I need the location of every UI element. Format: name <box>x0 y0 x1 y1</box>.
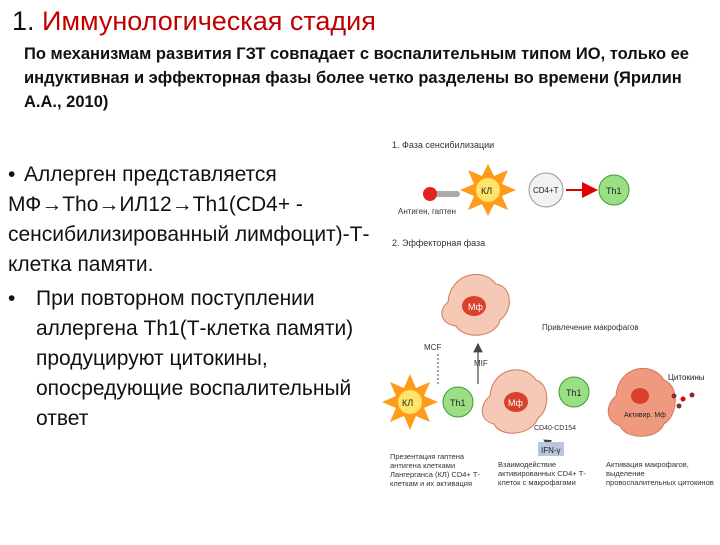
title-text: Иммунологическая стадия <box>42 6 376 36</box>
subtitle: По механизмам развития ГЗТ совпадает с в… <box>24 45 689 111</box>
cytokines-label: Цитокины <box>668 373 705 382</box>
th1-label: Th1 <box>566 388 582 398</box>
bullet-item-2: • При повторном поступлении аллергена Th… <box>8 284 378 434</box>
phase1-label: 1. Фаза сенсибилизации <box>392 140 494 150</box>
th1-cell-icon <box>598 174 630 206</box>
mcf-label: MCF <box>424 343 441 352</box>
cd4-t-cell-icon <box>528 172 564 208</box>
caption-left: Презентация гаптена антигена клетками Ла… <box>390 452 480 488</box>
th1-cell-icon <box>442 386 474 418</box>
mf-label: Мф <box>468 302 483 312</box>
bullet-2-text: При повторном поступлении аллергена Th1(… <box>36 287 354 430</box>
langerhans-cell-icon <box>460 164 516 216</box>
bullet-list: • Аллерген представляется МФ→Тho→ИЛ12→Th… <box>8 160 378 434</box>
bullet-marker: • <box>8 287 16 310</box>
cd40-label: CD40-CD154 <box>534 425 576 432</box>
phase2-label: 2. Эффекторная фаза <box>392 238 485 248</box>
bullet-1-line-1: Аллерген представляется <box>24 163 277 186</box>
th1-label: Th1 <box>606 186 622 196</box>
slide-title: 1. Иммунологическая стадия <box>12 4 376 38</box>
langerhans-cell-icon <box>382 374 438 430</box>
bullet-item-1: • Аллерген представляется МФ→Тho→ИЛ12→Th… <box>8 160 378 280</box>
ifn-label: IFN-γ <box>541 446 561 455</box>
th1-label: Th1 <box>450 398 466 408</box>
bullet-marker: • <box>8 163 16 186</box>
kl-label: КЛ <box>481 186 492 196</box>
ifn-box <box>538 442 564 456</box>
caption-middle: Взаимодействие активированных CD4+ Т-кле… <box>498 460 586 487</box>
macrophage-icon <box>441 273 510 336</box>
macrophage-icon <box>481 369 548 434</box>
mf-label: Мф <box>508 398 523 408</box>
caption-right: Активация макрофагов, выделение провоспа… <box>606 460 714 487</box>
antigen-label: Антиген, гаптен <box>398 207 456 216</box>
th1-cell-icon <box>558 376 590 408</box>
antigen-icon <box>423 187 460 201</box>
cytokine-dots-icon <box>671 392 695 409</box>
mif-label: MIF <box>474 359 488 368</box>
title-number: 1. <box>12 6 35 36</box>
activated-macrophage-icon <box>607 367 676 437</box>
bullet-1-continuation: МФ→Тho→ИЛ12→Th1(CD4+ - сенсибилизированн… <box>8 193 370 276</box>
immune-response-diagram: 1. Фаза сенсибилизации 2. Эффекторная фа… <box>378 134 720 540</box>
act-mf-label: Активир. Мф <box>624 412 666 419</box>
cd4t-label: CD4+T <box>533 186 559 195</box>
kl-label: КЛ <box>402 398 413 408</box>
recruit-label: Привлечение макрофагов <box>542 323 639 332</box>
